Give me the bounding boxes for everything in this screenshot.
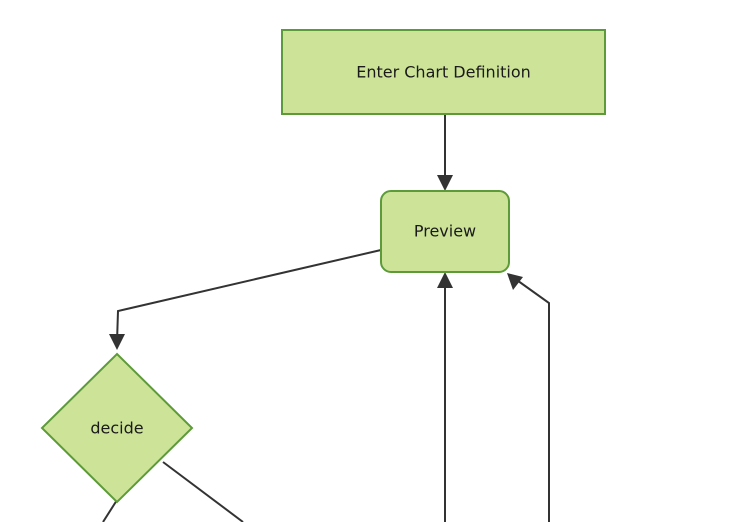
- node-preview-shape: [380, 190, 510, 273]
- edge-preview-to-decide-arrowhead: [109, 334, 125, 350]
- edge-enter-to-preview-arrowhead: [437, 175, 453, 191]
- edge-bottom-vertical-to-preview[interactable]: [437, 272, 453, 522]
- edge-decide-right-out[interactable]: [162, 461, 244, 522]
- edge-preview-to-decide-line: [116, 249, 382, 343]
- node-enter-chart-definition[interactable]: Enter Chart Definition: [281, 29, 606, 115]
- edge-enter-to-preview[interactable]: [437, 114, 453, 191]
- edge-bottom-right-to-preview-arrowhead: [507, 273, 523, 290]
- node-layer: Enter Chart Definition Preview decide: [40, 29, 606, 504]
- node-decide-shape: [40, 352, 194, 504]
- edge-preview-to-decide[interactable]: [109, 249, 382, 350]
- edge-bottom-right-to-preview-line: [513, 277, 550, 522]
- node-decide[interactable]: decide: [40, 352, 194, 504]
- node-preview[interactable]: Preview: [380, 190, 510, 273]
- edge-decide-bottom-out[interactable]: [102, 499, 118, 522]
- edge-bottom-vertical-to-preview-arrowhead: [437, 272, 453, 288]
- edge-bottom-right-to-preview[interactable]: [507, 273, 550, 522]
- edge-decide-right-out-line: [162, 461, 244, 522]
- node-enter-chart-definition-shape: [281, 29, 606, 115]
- edge-layer: [102, 114, 550, 522]
- edge-decide-bottom-out-line: [102, 499, 118, 522]
